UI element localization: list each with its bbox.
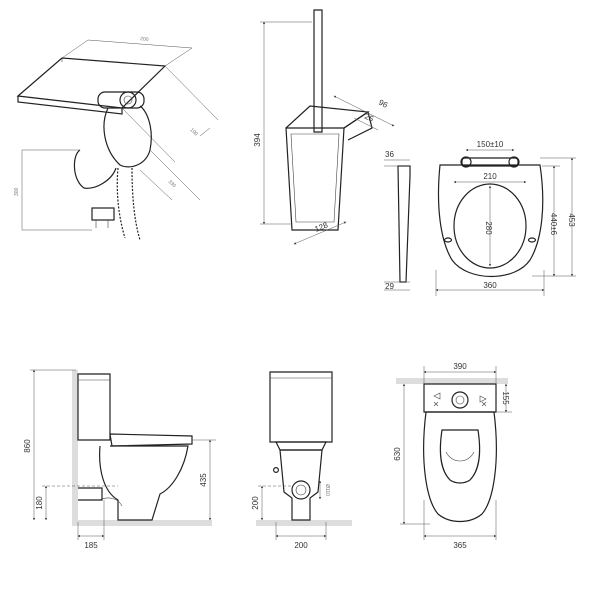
- shower-dim-a: 200: [140, 36, 149, 43]
- seat-length-label: 440±6: [549, 213, 558, 236]
- toilet-top-view: 390 155 630 365: [393, 362, 512, 550]
- brush-depth-label: 96: [377, 98, 390, 110]
- toilet-side-view: 860 180 435 185: [23, 369, 216, 550]
- seat-inner-length-label: 280: [484, 221, 493, 235]
- shower-dim-c: 330: [167, 179, 177, 189]
- top-tank-depth-label: 155: [501, 391, 510, 405]
- front-base-width-label: 200: [294, 541, 308, 550]
- hygienic-shower-drawing: 200 100 300 330: [14, 36, 219, 241]
- shower-dim-d: 100: [189, 127, 199, 137]
- brush-height-label: 394: [253, 133, 262, 147]
- top-bowl-width-label: 365: [453, 541, 467, 550]
- seat-total-length-label: 453: [567, 213, 576, 227]
- seat-outer-width-label: 360: [483, 281, 497, 290]
- seat-thickness-bottom-label: 29: [385, 282, 394, 291]
- front-outlet-height-label: 200: [251, 496, 260, 510]
- front-outlet-diameter-label: Ø110: [324, 484, 330, 496]
- side-seat-height-label: 435: [199, 473, 208, 487]
- toilet-front-view: 200 Ø110 200: [251, 371, 352, 550]
- seat-hinge-label: 150±10: [477, 140, 504, 149]
- seat-thickness-top-label: 36: [385, 150, 394, 159]
- top-length-label: 630: [393, 447, 402, 461]
- side-outlet-height-label: 180: [35, 496, 44, 510]
- toilet-seat-drawing: 36 29 150±10 210 280 360 440±6: [384, 140, 576, 296]
- brush-holder-drawing: 394 96 25 128: [253, 9, 395, 245]
- shower-dim-b: 300: [14, 187, 20, 196]
- top-tank-width-label: 390: [453, 362, 467, 371]
- brush-width-label: 128: [313, 220, 329, 234]
- side-outlet-offset-label: 185: [84, 541, 98, 550]
- side-height-label: 860: [23, 439, 32, 453]
- seat-inner-width-label: 210: [483, 172, 497, 181]
